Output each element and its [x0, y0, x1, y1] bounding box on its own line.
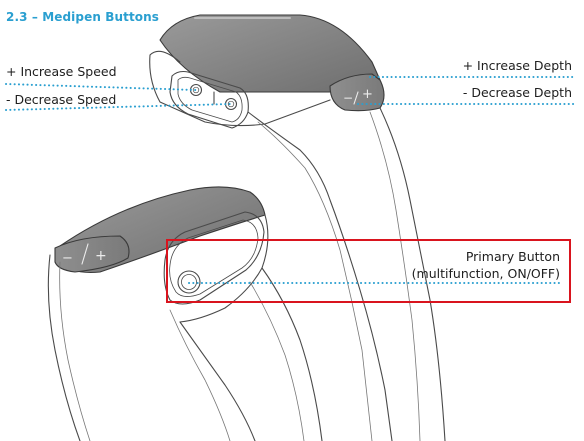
- svg-text:−: −: [343, 91, 353, 105]
- primary-button: [177, 270, 201, 294]
- leader-lines: [5, 76, 575, 284]
- upper-top-panel: [159, 14, 381, 93]
- section-title: 2.3 – Medipen Buttons: [6, 10, 160, 24]
- svg-text:+: +: [95, 248, 107, 264]
- label-increase-depth: + Increase Depth: [462, 58, 572, 73]
- speed-buttons-panel: [54, 235, 130, 273]
- label-decrease-speed: - Decrease Speed: [6, 92, 117, 107]
- label-primary-button-detail: (multifunction, ON/OFF): [411, 266, 560, 281]
- lower-device: − +: [47, 186, 323, 441]
- upper-device: − +: [149, 14, 446, 441]
- leader-increase-speed: [5, 83, 197, 91]
- label-decrease-depth: - Decrease Depth: [462, 85, 572, 100]
- svg-text:−: −: [62, 251, 73, 266]
- svg-text:+: +: [362, 87, 373, 102]
- label-increase-speed: + Increase Speed: [6, 64, 117, 79]
- leader-decrease-speed: [5, 103, 232, 111]
- primary-button-highlight-box: [166, 239, 571, 303]
- label-primary-button: Primary Button: [465, 249, 560, 264]
